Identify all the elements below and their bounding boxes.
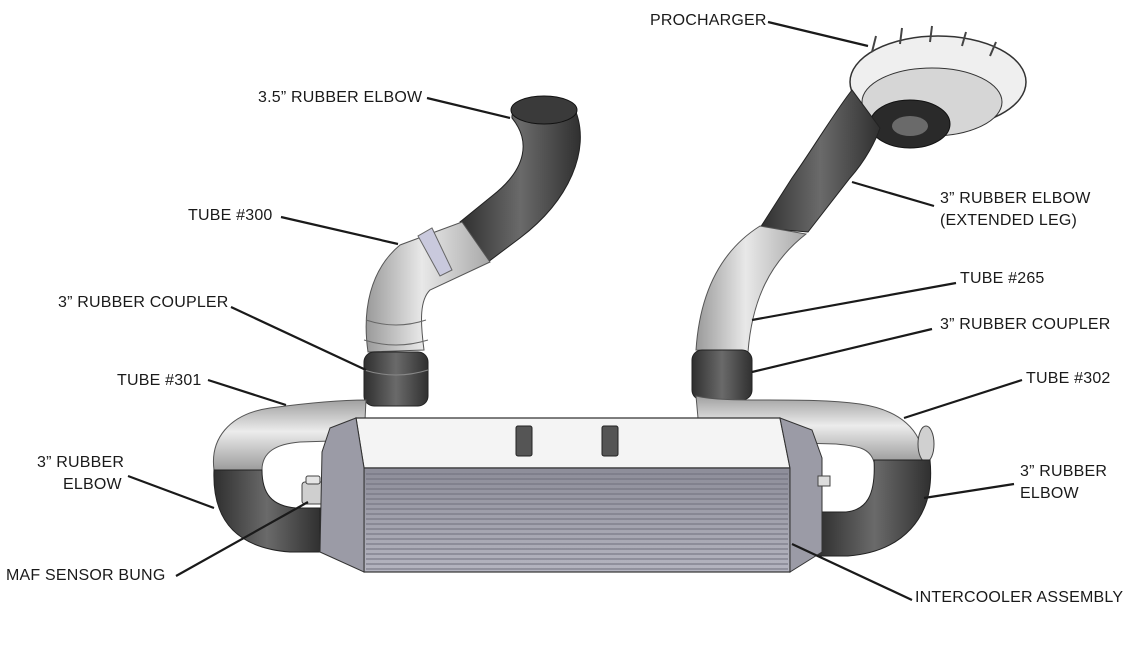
tube-301 — [212, 399, 367, 471]
rubber-elbow-right — [817, 459, 932, 557]
tube-300-assembly — [363, 95, 581, 407]
intercooler-right-tank — [779, 417, 823, 573]
label-tube-265: TUBE #265 — [960, 270, 1045, 287]
tube-300 — [365, 221, 491, 353]
label-rubber-elbow-left-1: 3” RUBBER — [37, 454, 125, 471]
leader-intercooler-assembly — [791, 543, 913, 601]
rubber-elbow-left — [213, 469, 321, 553]
leader-tube-302 — [903, 378, 1023, 420]
leader-rubber-coupler-left — [230, 306, 367, 371]
label-tube-301: TUBE #301 — [117, 372, 202, 389]
tube-302-flange — [917, 425, 935, 463]
leader-procharger — [767, 20, 869, 48]
leader-rubber-elbow-right — [923, 482, 1015, 500]
procharger-assembly — [691, 25, 1027, 401]
label-rubber-coupler-left: 3” RUBBER COUPLER — [58, 294, 229, 311]
rubber-elbow-extended-leg — [759, 89, 881, 233]
label-tube-300: TUBE #300 — [188, 207, 273, 224]
intercooler-core — [363, 467, 791, 573]
tube-265 — [695, 225, 808, 353]
rubber-coupler-left — [363, 351, 429, 407]
leader-lines — [127, 20, 1023, 601]
leader-rubber-elbow-35 — [426, 96, 511, 120]
leader-tube-301 — [207, 378, 287, 407]
label-tube-302: TUBE #302 — [1026, 370, 1111, 387]
tube-300-ring — [363, 339, 429, 346]
leader-tube-300 — [280, 215, 399, 246]
mount-bracket-left — [515, 425, 533, 457]
label-rubber-elbow-right-1: 3” RUBBER — [1020, 463, 1108, 480]
label-rubber-elbow-extended-1: 3” RUBBER ELBOW — [940, 190, 1091, 207]
leader-rubber-elbow-left — [127, 474, 215, 510]
maf-sensor-bung-cap — [305, 475, 321, 485]
leader-tube-265 — [751, 281, 957, 322]
tube-300-band — [417, 227, 453, 277]
mount-bracket-right — [601, 425, 619, 457]
label-maf-sensor-bung: MAF SENSOR BUNG — [6, 567, 166, 584]
procharger-inlet-inner — [892, 116, 928, 136]
label-rubber-elbow-left-2: ELBOW — [63, 476, 122, 493]
leader-rubber-coupler-right — [751, 327, 933, 374]
tube-301-assembly — [212, 399, 367, 553]
label-rubber-elbow-35: 3.5” RUBBER ELBOW — [258, 89, 423, 106]
procharger-fins — [871, 25, 997, 57]
elbow-35-opening — [510, 95, 578, 125]
coupler-left-ring — [363, 369, 429, 376]
rubber-elbow-35 — [459, 99, 581, 263]
label-procharger: PROCHARGER — [650, 12, 767, 29]
label-intercooler-assembly: INTERCOOLER ASSEMBLY — [915, 589, 1124, 606]
intercooler-side-pin — [817, 475, 831, 487]
intercooler-assembly — [319, 417, 831, 573]
rubber-coupler-right — [691, 349, 753, 401]
tube-300-ring — [365, 319, 427, 326]
label-rubber-elbow-extended-2: (EXTENDED LEG) — [940, 212, 1078, 229]
intercooler-top — [355, 417, 791, 469]
label-rubber-elbow-right-2: ELBOW — [1020, 485, 1079, 502]
label-rubber-coupler-right: 3” RUBBER COUPLER — [940, 316, 1111, 333]
leader-rubber-elbow-extended — [851, 180, 935, 208]
leader-maf-sensor-bung — [175, 501, 309, 577]
intercooler-left-tank — [319, 417, 365, 573]
intercooler-fins — [366, 473, 788, 570]
